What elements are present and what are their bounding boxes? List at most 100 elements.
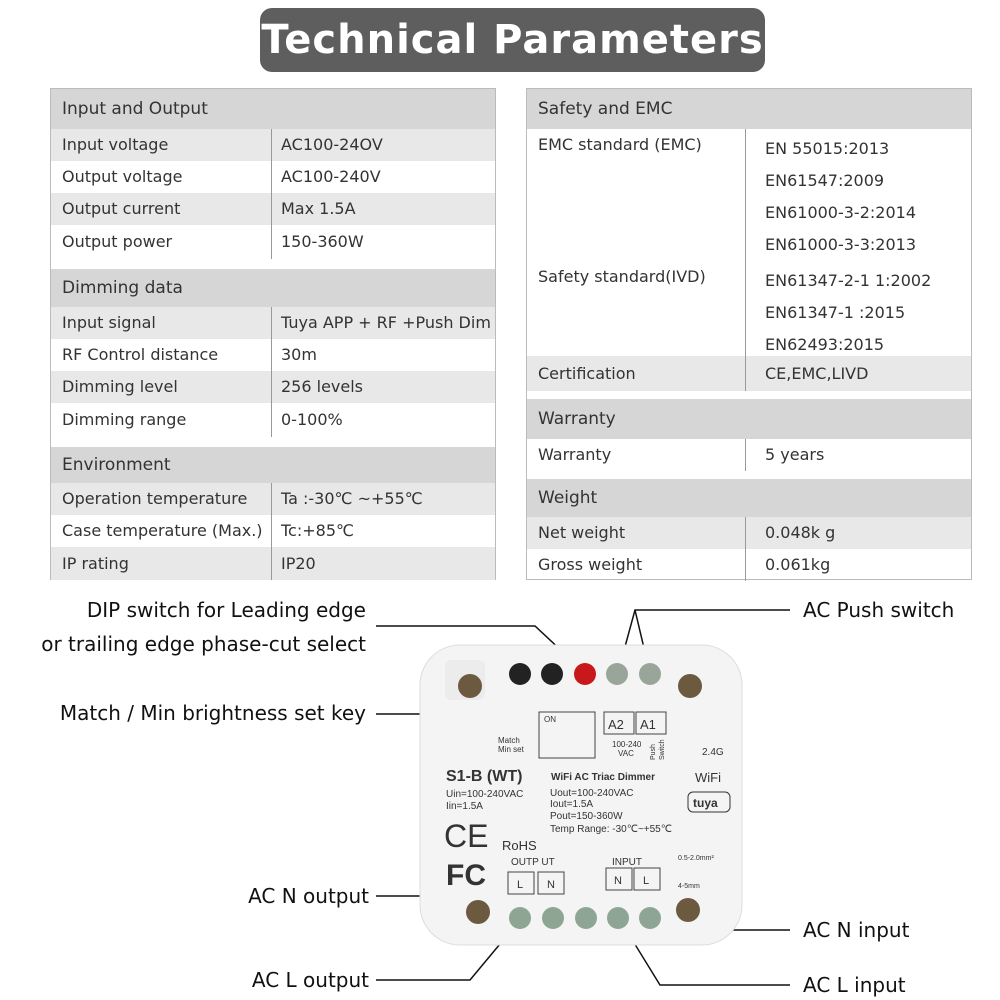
table-row: Case temperature (Max.) Tc:+85℃: [51, 515, 495, 547]
safety-emc-table: Safety and EMC EMC standard (EMC)EN 55015…: [526, 88, 972, 581]
row-value: CE,EMC,LIVD: [765, 364, 869, 383]
row-value: 0.048k g: [765, 523, 836, 542]
callout-n-output: AC N output: [248, 884, 369, 908]
section-title: Input and Output: [62, 99, 208, 119]
device-iout: Iout=1.5A: [550, 799, 593, 810]
row-value: EN61000-3-3:2013: [765, 235, 916, 254]
row-value: Ta :-30℃ ~+55℃: [281, 489, 423, 508]
row-label: Output voltage: [62, 167, 183, 186]
callout-l-output: AC L output: [251, 968, 369, 992]
row-value: Max 1.5A: [281, 199, 356, 218]
row-value: Tc:+85℃: [281, 521, 354, 540]
device-pout: Pout=150-360W: [550, 811, 623, 822]
table-row: Operation temperature Ta :-30℃ ~+55℃: [51, 483, 495, 515]
column-divider: [271, 307, 272, 339]
tuya-logo: tuya: [693, 796, 718, 810]
callout-dip-1: DIP switch for Leading edge: [86, 598, 366, 622]
table-row: RF Control distance 30m: [51, 339, 495, 371]
row-value: 150-360W: [281, 232, 364, 251]
table-row: Dimming level 256 levels: [51, 371, 495, 403]
device-uout: Uout=100-240VAC: [550, 788, 633, 799]
in-l: L: [643, 875, 649, 887]
device-switch: Switch: [659, 739, 666, 760]
column-divider: [271, 339, 272, 371]
table-row: Certification CE,EMC,LIVD: [527, 356, 971, 391]
section-title: Environment: [62, 455, 171, 475]
section-title: Weight: [538, 488, 598, 508]
row-value: EN61000-3-2:2014: [765, 203, 916, 222]
table-row: Output current Max 1.5A: [51, 193, 495, 225]
row-value: EN61347-1 :2015: [765, 303, 906, 322]
row-value: 5 years: [765, 445, 825, 464]
section-header: Safety and EMC: [527, 89, 971, 129]
wire-size: 0.5-2.0mm²: [678, 855, 714, 862]
ce-mark: CE: [444, 818, 488, 854]
column-divider: [745, 517, 746, 549]
row-value: 0.061kg: [765, 555, 831, 574]
row-value: 30m: [281, 345, 317, 364]
device-vac1: 100-240: [612, 740, 642, 749]
in-n: N: [614, 875, 622, 887]
rohs-mark: RoHS: [502, 838, 537, 853]
row-label: Dimming level: [62, 377, 178, 396]
row-value: IP20: [281, 554, 316, 573]
column-divider: [745, 356, 746, 391]
device-model: S1-B (WT): [446, 768, 522, 785]
row-label: Output power: [62, 232, 173, 251]
table-row: Output power 150-360W: [51, 225, 495, 259]
column-divider: [745, 129, 746, 261]
row-value: AC100-240V: [281, 167, 381, 186]
section-header: Environment: [51, 447, 495, 483]
device-uin: Uin=100-240VAC: [446, 789, 523, 800]
section-header: Weight: [527, 479, 971, 517]
column-divider: [271, 129, 272, 161]
page-title: Technical Parameters: [260, 8, 765, 72]
column-divider: [271, 483, 272, 515]
section-header: Dimming data: [51, 269, 495, 307]
row-value: EN61547:2009: [765, 171, 885, 190]
row-label: Certification: [538, 364, 636, 383]
row-value: 256 levels: [281, 377, 364, 396]
device-minset: Min set: [498, 745, 525, 754]
table-row: Dimming range 0-100%: [51, 403, 495, 437]
callout-match: Match / Min brightness set key: [59, 701, 366, 725]
device-a1: A1: [640, 717, 656, 732]
row-label: Warranty: [538, 445, 612, 464]
device-vac2: VAC: [618, 749, 634, 758]
device-iin: Iin=1.5A: [446, 801, 483, 812]
device-name: WiFi AC Triac Dimmer: [551, 772, 655, 783]
strip-length: 4-5mm: [678, 883, 700, 890]
section-title: Safety and EMC: [538, 99, 673, 119]
device-24g: 2.4G: [702, 747, 724, 758]
output-label: OUTP UT: [511, 857, 555, 868]
row-label: Input voltage: [62, 135, 169, 154]
row-label: Dimming range: [62, 410, 187, 429]
row-label: Case temperature (Max.): [62, 521, 263, 540]
row-label: RF Control distance: [62, 345, 219, 364]
device-push: Push: [650, 744, 657, 760]
row-label: Output current: [62, 199, 181, 218]
table-row: Net weight 0.048k g: [527, 517, 971, 549]
column-divider: [745, 549, 746, 581]
row-label: Operation temperature: [62, 489, 248, 508]
section-title: Warranty: [538, 409, 616, 429]
column-divider: [271, 161, 272, 193]
section-header: Input and Output: [51, 89, 495, 129]
fc-mark: FC: [446, 859, 486, 892]
column-divider: [271, 225, 272, 259]
row-label: EMC standard (EMC): [538, 135, 702, 154]
column-divider: [271, 193, 272, 225]
row-label: Net weight: [538, 523, 626, 542]
section-title: Dimming data: [62, 278, 183, 298]
column-divider: [271, 403, 272, 437]
input-label: INPUT: [612, 857, 642, 868]
row-value: 0-100%: [281, 410, 343, 429]
callout-l-input: AC L input: [803, 973, 906, 997]
row-value: EN62493:2015: [765, 335, 885, 354]
callout-n-input: AC N input: [803, 918, 910, 942]
device-temp: Temp Range: -30℃~+55℃: [550, 824, 672, 835]
